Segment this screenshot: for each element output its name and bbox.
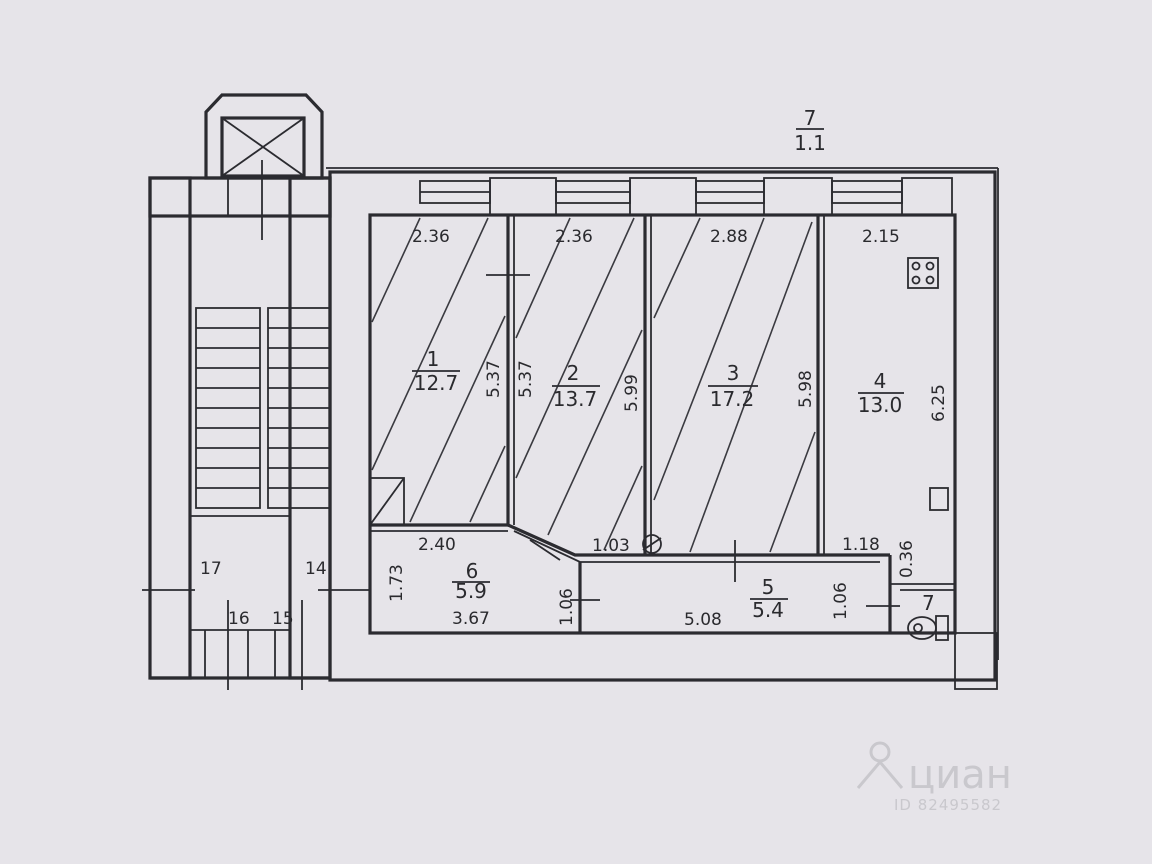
room5-length-dim: 5.08 bbox=[684, 610, 722, 630]
room1-area: 12.7 bbox=[414, 371, 459, 395]
staircase-walls bbox=[142, 176, 370, 690]
watermark: циан ID 82495582 bbox=[856, 741, 1012, 814]
room4-top-dim: 2.15 bbox=[862, 227, 900, 247]
room1-side-dim: 5.37 bbox=[484, 360, 504, 398]
windows bbox=[419, 177, 953, 216]
room2-side-dim-left: 5.37 bbox=[516, 360, 536, 398]
room7-number: 7 bbox=[922, 591, 935, 615]
room3-top-dim: 2.88 bbox=[710, 227, 748, 247]
room5-number: 5 bbox=[762, 575, 775, 599]
room6-bottom-dim: 3.67 bbox=[452, 609, 490, 629]
room4-area: 13.0 bbox=[858, 393, 903, 417]
room6-right-dim: 1.06 bbox=[557, 588, 577, 626]
stair-label-14: 14 bbox=[305, 559, 327, 579]
room4-side-dim: 6.25 bbox=[929, 384, 949, 422]
toilet-icon bbox=[907, 615, 949, 641]
watermark-id: ID 82495582 bbox=[894, 796, 1002, 814]
room-hatching bbox=[371, 217, 816, 553]
elevator-shaft bbox=[204, 93, 324, 240]
room2-area: 13.7 bbox=[553, 387, 598, 411]
room2-number: 2 bbox=[567, 361, 580, 385]
small-dim: 0.36 bbox=[897, 540, 917, 578]
stair-treads bbox=[195, 307, 331, 509]
room3-area: 17.2 bbox=[710, 387, 755, 411]
room5-right-dim: 1.06 bbox=[831, 582, 851, 620]
room4-number: 4 bbox=[874, 369, 887, 393]
stair-label-17: 17 bbox=[200, 559, 222, 579]
sink-icon bbox=[929, 487, 949, 511]
stair-label-15: 15 bbox=[272, 609, 294, 629]
door-dim: 1.03 bbox=[592, 536, 630, 556]
room5-area: 5.4 bbox=[752, 598, 784, 622]
room6-top-dim: 2.40 bbox=[418, 535, 456, 555]
outer-label-area: 1.1 bbox=[794, 131, 826, 155]
stair-label-16: 16 bbox=[228, 609, 250, 629]
room1-top-dim: 2.36 bbox=[412, 227, 450, 247]
room6-number: 6 bbox=[466, 559, 479, 583]
room6-area: 5.9 bbox=[455, 579, 487, 603]
outer-label-number: 7 bbox=[804, 106, 817, 130]
room6-side-dim: 1.73 bbox=[387, 564, 407, 602]
room2-top-dim: 2.36 bbox=[555, 227, 593, 247]
room3-number: 3 bbox=[727, 361, 740, 385]
location-pin-icon bbox=[856, 741, 904, 789]
stove-icon bbox=[907, 257, 939, 289]
room3-side-dim: 5.98 bbox=[796, 370, 816, 408]
room1-number: 1 bbox=[427, 347, 440, 371]
door-swing-icon bbox=[642, 534, 662, 554]
interior-partitions bbox=[369, 215, 955, 633]
watermark-brand: циан bbox=[908, 752, 1012, 798]
room2-side-dim-right: 5.99 bbox=[622, 374, 642, 412]
room5-step-dim: 1.18 bbox=[842, 535, 880, 555]
